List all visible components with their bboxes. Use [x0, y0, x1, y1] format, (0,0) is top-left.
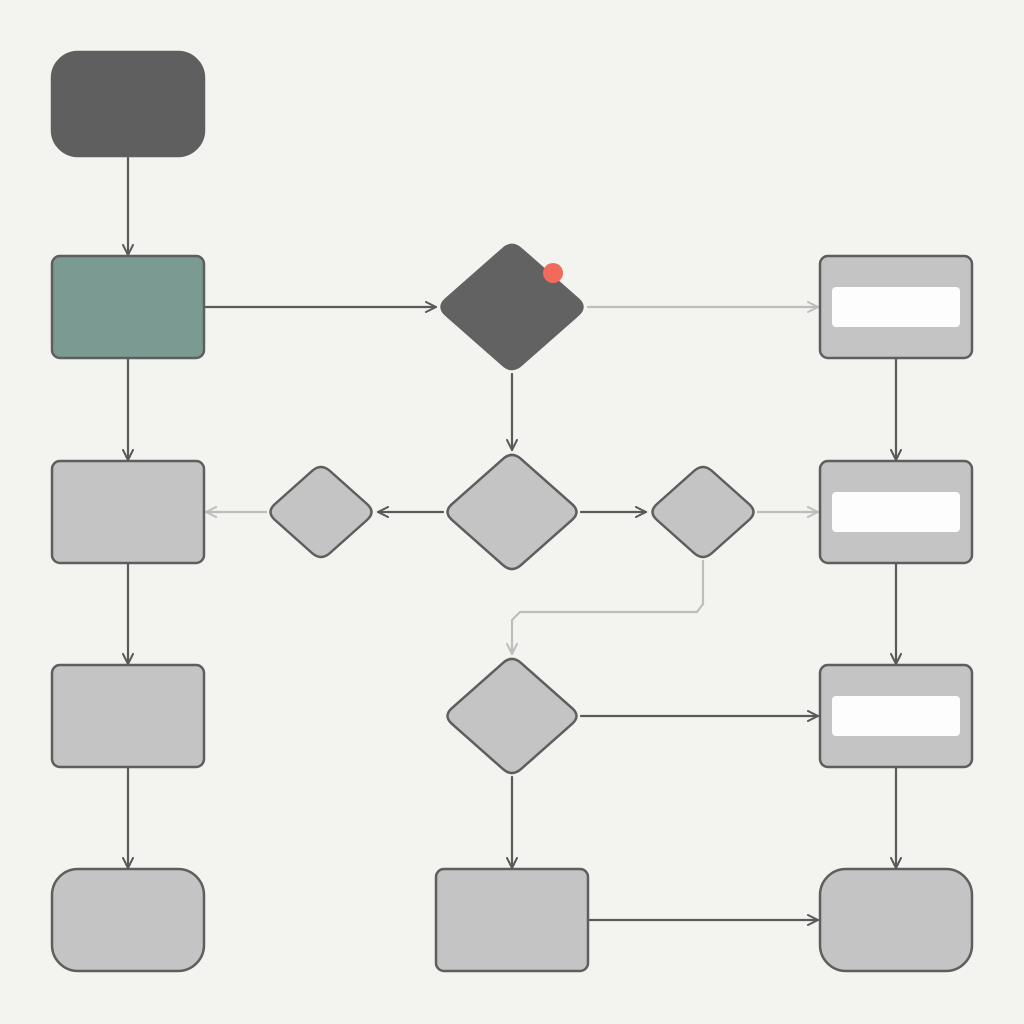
content-panel [832, 696, 960, 736]
terminal-box [50, 50, 206, 158]
connector-decision-right-to-decision-lower [506, 559, 705, 656]
node-step-3[interactable] [50, 663, 206, 769]
node-decision-left[interactable] [269, 465, 373, 559]
node-step-1[interactable] [50, 254, 206, 360]
decision-diamond [440, 243, 584, 371]
node-decision-center[interactable] [446, 453, 578, 571]
process-box [50, 254, 206, 360]
node-output-3[interactable] [818, 663, 974, 769]
decision-diamond [651, 465, 755, 559]
node-step-4[interactable] [434, 867, 590, 973]
status-dot-icon [543, 263, 563, 283]
node-output-1[interactable] [818, 254, 974, 360]
node-decision-lower[interactable] [446, 657, 578, 775]
terminal-box [818, 867, 974, 973]
nodes-layer [50, 50, 974, 973]
process-box [50, 663, 206, 769]
content-panel [832, 492, 960, 532]
node-end-left[interactable] [50, 867, 206, 973]
node-decision-main[interactable] [440, 243, 584, 371]
process-box [50, 459, 206, 565]
connectors-layer [122, 154, 902, 926]
node-end-right[interactable] [818, 867, 974, 973]
content-panel [832, 287, 960, 327]
terminal-box [50, 867, 206, 973]
node-output-2[interactable] [818, 459, 974, 565]
node-decision-right[interactable] [651, 465, 755, 559]
decision-diamond [446, 657, 578, 775]
decision-diamond [269, 465, 373, 559]
node-start[interactable] [50, 50, 206, 158]
process-box [434, 867, 590, 973]
node-step-2[interactable] [50, 459, 206, 565]
decision-diamond [446, 453, 578, 571]
